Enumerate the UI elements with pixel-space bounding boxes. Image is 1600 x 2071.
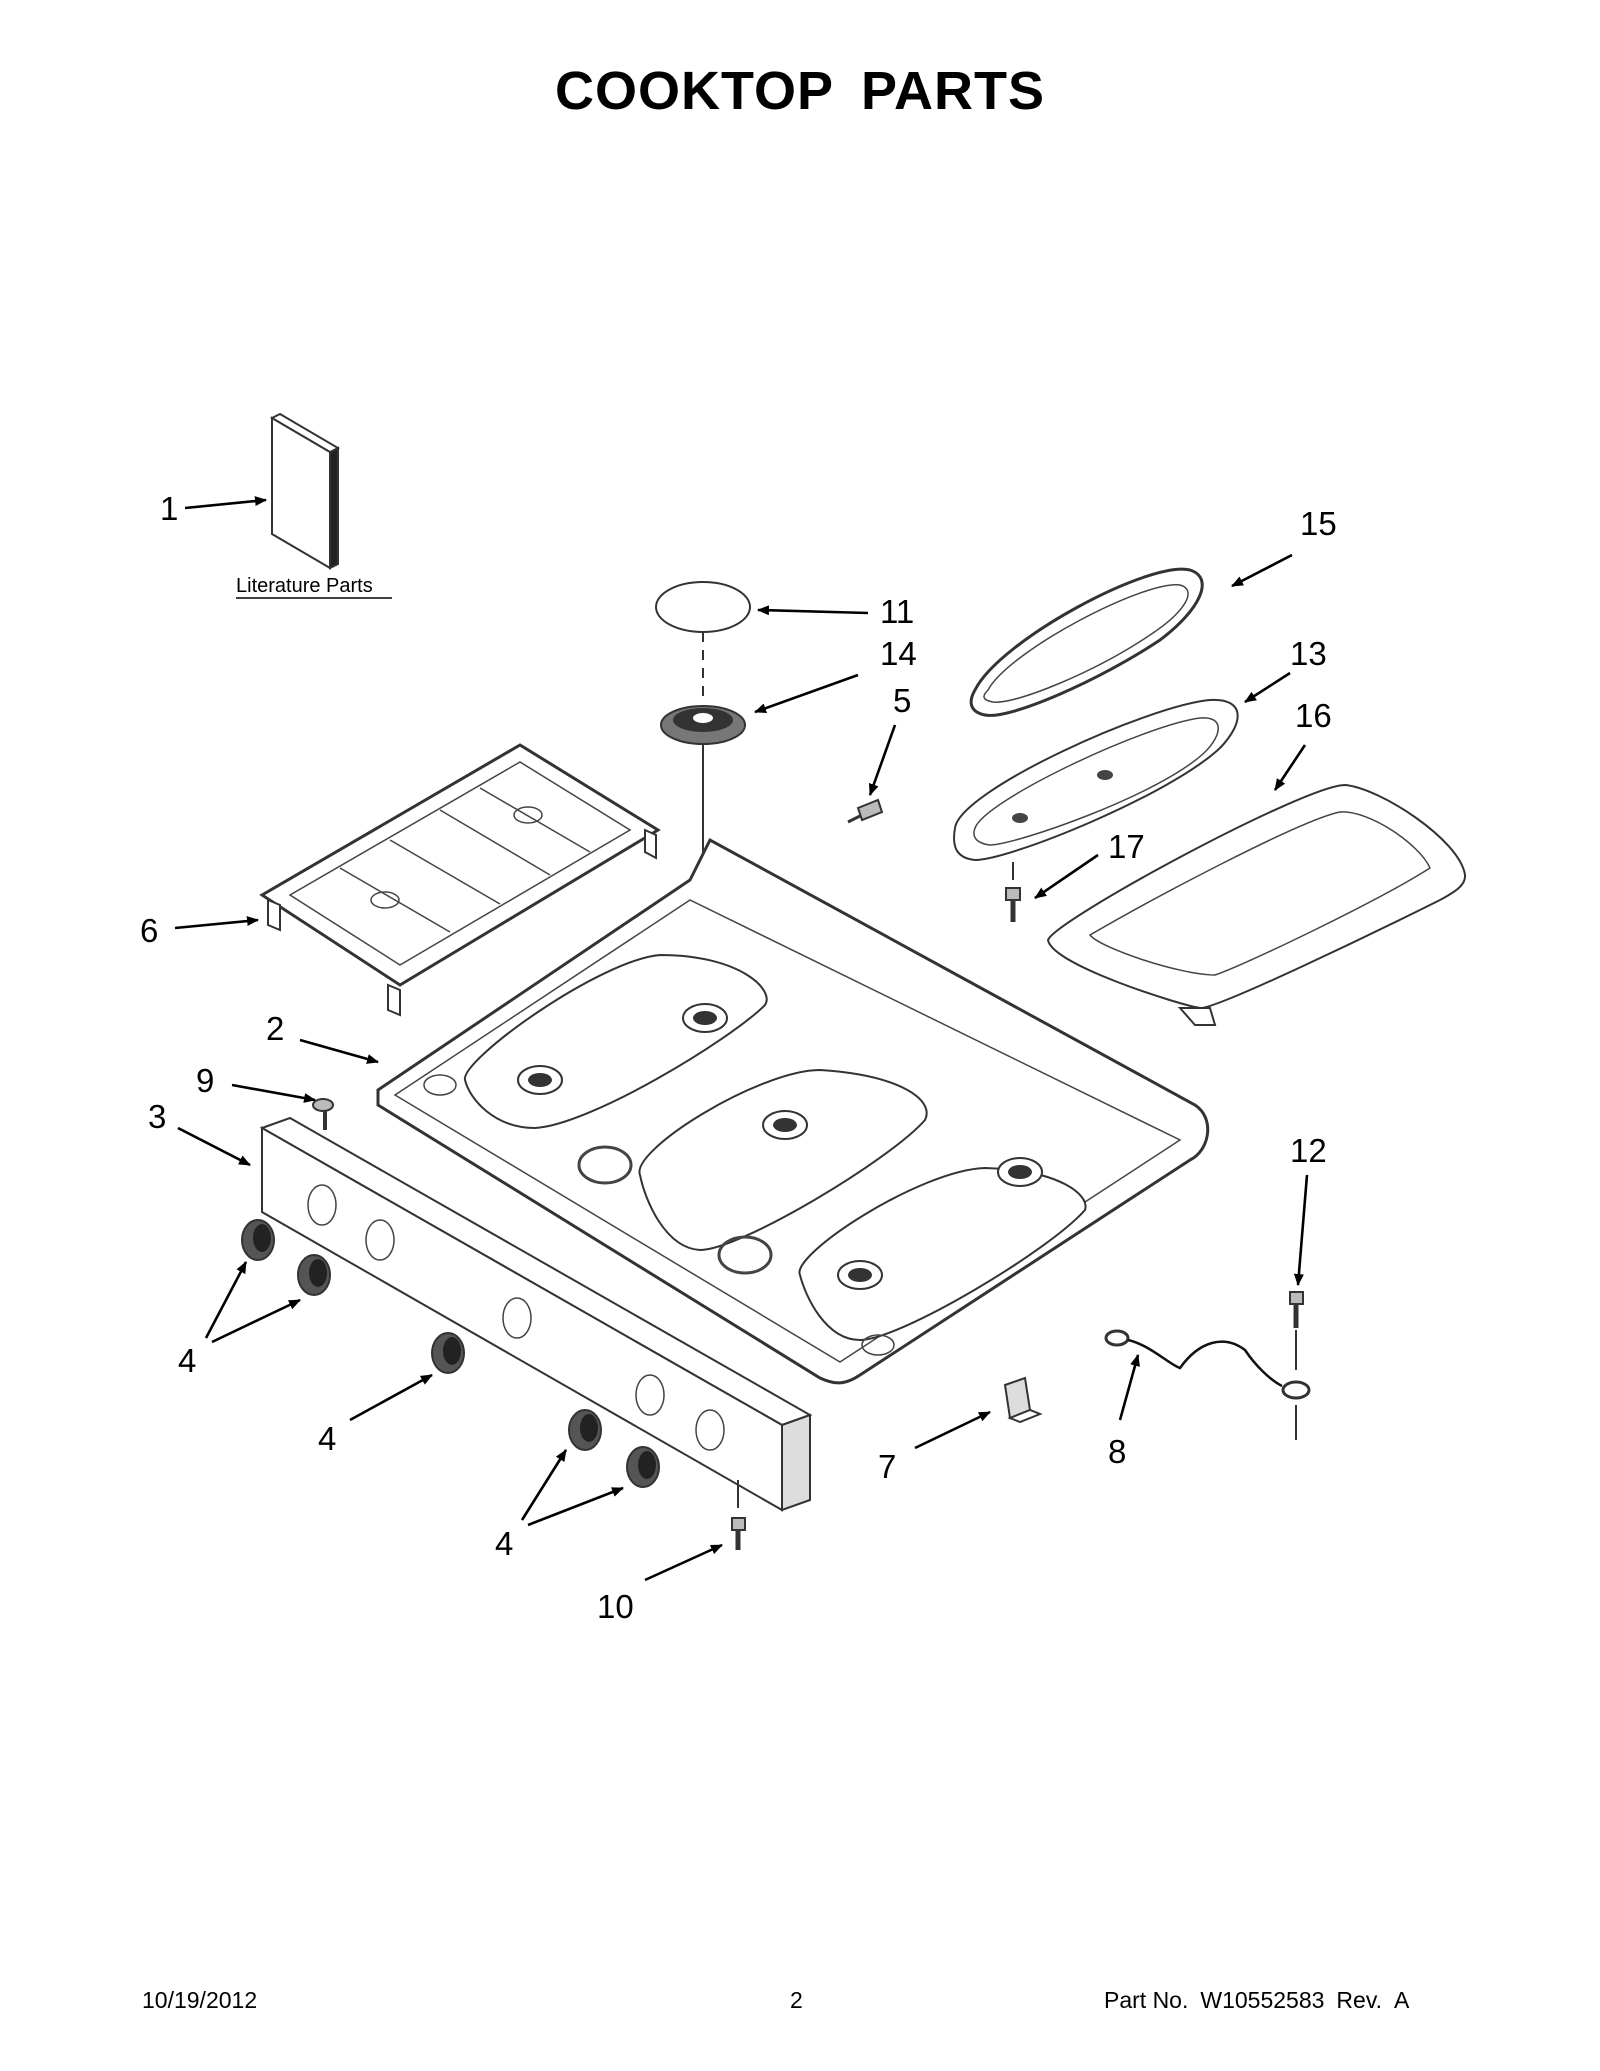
arrow-2 [299, 1038, 379, 1064]
arrow-8 [1118, 1354, 1140, 1421]
arrow-12 [1293, 1174, 1309, 1286]
callout-4-c: 4 [495, 1525, 513, 1562]
arrow-5 [868, 724, 897, 796]
callout-14: 14 [880, 635, 917, 672]
callout-4-a: 4 [178, 1342, 196, 1379]
knob-4 [568, 1409, 602, 1451]
burner-cap [655, 581, 751, 633]
screw-10 [731, 1517, 746, 1550]
arrow-16 [1273, 744, 1307, 791]
knob-3 [431, 1332, 465, 1374]
callout-11: 11 [880, 593, 914, 630]
arrow-4b [349, 1373, 433, 1422]
arrow-11 [757, 605, 869, 616]
callout-6: 6 [140, 912, 158, 949]
arrow-7 [914, 1410, 991, 1450]
burner-base [660, 705, 746, 745]
footer-date: 10/19/2012 [142, 1987, 258, 2013]
callout-17: 17 [1108, 828, 1145, 865]
arrow-9 [231, 1083, 316, 1103]
arrow-13 [1244, 671, 1291, 704]
screw-17 [1005, 887, 1021, 922]
callout-4-b: 4 [318, 1420, 336, 1457]
callout-13: 13 [1290, 635, 1327, 672]
arrow-4c-2 [527, 1486, 624, 1527]
arrow-17 [1034, 853, 1099, 900]
arrow-10 [644, 1543, 723, 1582]
griddle-gasket [969, 567, 1204, 717]
screw-12 [1289, 1291, 1304, 1328]
arrow-14 [754, 673, 859, 714]
callout-10: 10 [597, 1588, 634, 1625]
rev-label: Rev. [1336, 1987, 1383, 2013]
arrow-4a-2 [211, 1298, 301, 1344]
griddle-burner-tray [953, 698, 1239, 862]
callout-8: 8 [1108, 1433, 1126, 1470]
burner-grate [259, 743, 661, 1017]
screw-9 [312, 1098, 334, 1130]
literature-booklet [269, 412, 341, 570]
part-number: W10552583 [1200, 1987, 1325, 2013]
arrow-4a-1 [204, 1261, 248, 1339]
rev-value: A [1394, 1987, 1410, 2013]
arrow-3 [177, 1126, 251, 1167]
knob-5 [626, 1446, 660, 1488]
arrow-6 [174, 916, 259, 930]
screw-5 [847, 798, 884, 824]
cooktop-top [376, 837, 1210, 1385]
knob-2 [297, 1254, 331, 1296]
arrow-1 [184, 496, 267, 510]
callout-2: 2 [266, 1010, 284, 1047]
arrow-4c-1 [520, 1449, 568, 1521]
callout-5: 5 [893, 682, 911, 719]
part-label: Part No. [1104, 1987, 1189, 2013]
footer-part-number: Part No. W10552583 Rev. A [1104, 1987, 1421, 2014]
page-title: COOKTOP PARTS [554, 61, 1046, 121]
clip [1003, 1376, 1043, 1424]
griddle [1046, 783, 1467, 1026]
callout-12: 12 [1290, 1132, 1327, 1169]
control-panel [259, 1116, 813, 1512]
knob-1 [241, 1219, 275, 1261]
literature-parts-label: Literature Parts [236, 575, 373, 597]
callout-9: 9 [196, 1062, 214, 1099]
callout-3: 3 [148, 1098, 166, 1135]
callout-15: 15 [1300, 505, 1337, 542]
footer-page-number: 2 [790, 1987, 803, 2013]
callout-1: 1 [160, 490, 178, 527]
callout-16: 16 [1295, 697, 1332, 734]
arrow-15 [1231, 553, 1293, 588]
callout-7: 7 [878, 1448, 896, 1485]
ground-wire [1104, 1329, 1311, 1400]
